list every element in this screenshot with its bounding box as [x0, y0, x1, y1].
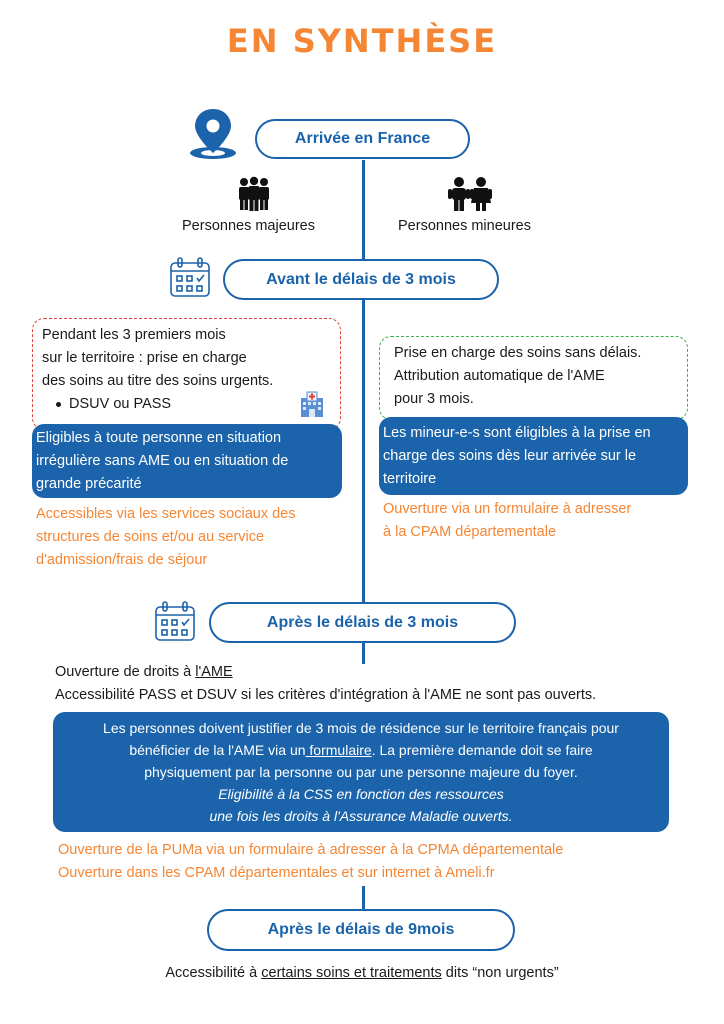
minors-eligibility-line: territoire [383, 471, 437, 487]
after-3-info-line: une fois les droits à l'Assurance Maladi… [209, 808, 513, 824]
formulaire-link[interactable]: formulaire [305, 742, 372, 758]
adults-eligibility-box: Eligibles à toute personne en situation … [32, 424, 342, 498]
adults-label: Personnes majeures [182, 218, 315, 234]
after-3-info-line: Eligibilité à la CSS en fonction des res… [218, 786, 504, 802]
adults-eligibility-line: Eligibles à toute personne en situation [36, 430, 282, 446]
arrival-pill: Arrivée en France [255, 119, 470, 159]
adults-access-text: Accessibles via les services sociaux des… [36, 503, 296, 572]
after-3-puma-text: Ouverture de la PUMa via un formulaire à… [58, 839, 563, 885]
timeline-line [362, 160, 365, 260]
minors-access-text: Ouverture via un formulaire à adresser à… [383, 498, 631, 544]
location-pin-icon [190, 109, 236, 159]
after-3-months-pill: Après le délais de 3 mois [209, 602, 516, 643]
after-9-access-line: Accessibilité à certains soins et traite… [165, 965, 559, 981]
timeline-line [362, 886, 365, 910]
arrival-label: Arrivée en France [294, 130, 431, 147]
calendar-icon [155, 601, 195, 641]
minors-eligibility-line: charge des soins dès leur arrivée sur le [383, 448, 637, 464]
after-9-months-label: Après le délais de 9mois [267, 921, 455, 938]
after-3-puma-line: Ouverture de la PUMa via un formulaire à… [58, 842, 564, 858]
minors-care-line: Attribution automatique de l'AME [394, 368, 605, 384]
minors-eligibility-line: Les mineur-e-s sont éligibles à la prise… [383, 425, 651, 441]
minors-access-line: Ouverture via un formulaire à adresser [383, 501, 632, 517]
minors-label: Personnes mineures [398, 218, 531, 234]
adults-eligibility-line: grande précarité [36, 476, 142, 492]
after-3-rights-text: Ouverture de droits à l'AME Accessibilit… [55, 661, 596, 707]
adults-care-line: sur le territoire : prise en charge [42, 350, 247, 366]
after-9-months-pill: Après le délais de 9mois [207, 909, 515, 951]
adults-access-line: Accessibles via les services sociaux des [36, 506, 296, 522]
adults-care-bullet: DSUV ou PASS [42, 393, 273, 416]
before-3-months-pill: Avant le délais de 3 mois [223, 259, 499, 300]
minors-access-line: à la CPAM départementale [383, 524, 557, 540]
children-icon [448, 177, 492, 211]
adults-access-line: d'admission/frais de séjour [36, 552, 208, 568]
adults-care-line: Pendant les 3 premiers mois [42, 327, 226, 343]
ame-link[interactable]: l'AME [195, 664, 233, 680]
after-3-access-line: Accessibilité PASS et DSUV si les critèr… [55, 687, 597, 703]
certain-care-link[interactable]: certains soins et traitements [261, 965, 442, 981]
after-3-info-line: bénéficier de la l'AME via un formulaire… [129, 742, 593, 758]
adults-eligibility-line: irrégulière sans AME ou en situation de [36, 453, 289, 469]
after-3-info-box: Les personnes doivent justifier de 3 moi… [53, 712, 669, 832]
page-title: EN SYNTHÈSE [226, 22, 498, 60]
after-3-puma-line: Ouverture dans les CPAM départementales … [58, 865, 495, 881]
minors-care-text: Prise en charge des soins sans délais. A… [394, 342, 641, 411]
before-3-months-label: Avant le délais de 3 mois [266, 270, 456, 288]
minors-care-line: pour 3 mois. [394, 391, 474, 407]
adults-care-text: Pendant les 3 premiers mois sur le terri… [42, 324, 273, 416]
adults-access-line: structures de soins et/ou au service [36, 529, 265, 545]
minors-eligibility-box: Les mineur-e-s sont éligibles à la prise… [379, 417, 688, 495]
timeline-line [362, 642, 365, 664]
after-3-rights-line: Ouverture de droits à l'AME [55, 664, 233, 680]
after-3-months-label: Après le délais de 3 mois [266, 613, 459, 631]
calendar-icon [170, 257, 210, 297]
after-3-info-line: Les personnes doivent justifier de 3 moi… [103, 720, 619, 736]
timeline-line [362, 300, 365, 602]
minors-care-line: Prise en charge des soins sans délais. [394, 345, 642, 361]
hospital-icon [301, 391, 323, 417]
after-3-info-line: physiquement par la personne ou par une … [144, 764, 578, 780]
adults-group-icon [239, 176, 269, 211]
adults-care-line: des soins au titre des soins urgents. [42, 373, 274, 389]
